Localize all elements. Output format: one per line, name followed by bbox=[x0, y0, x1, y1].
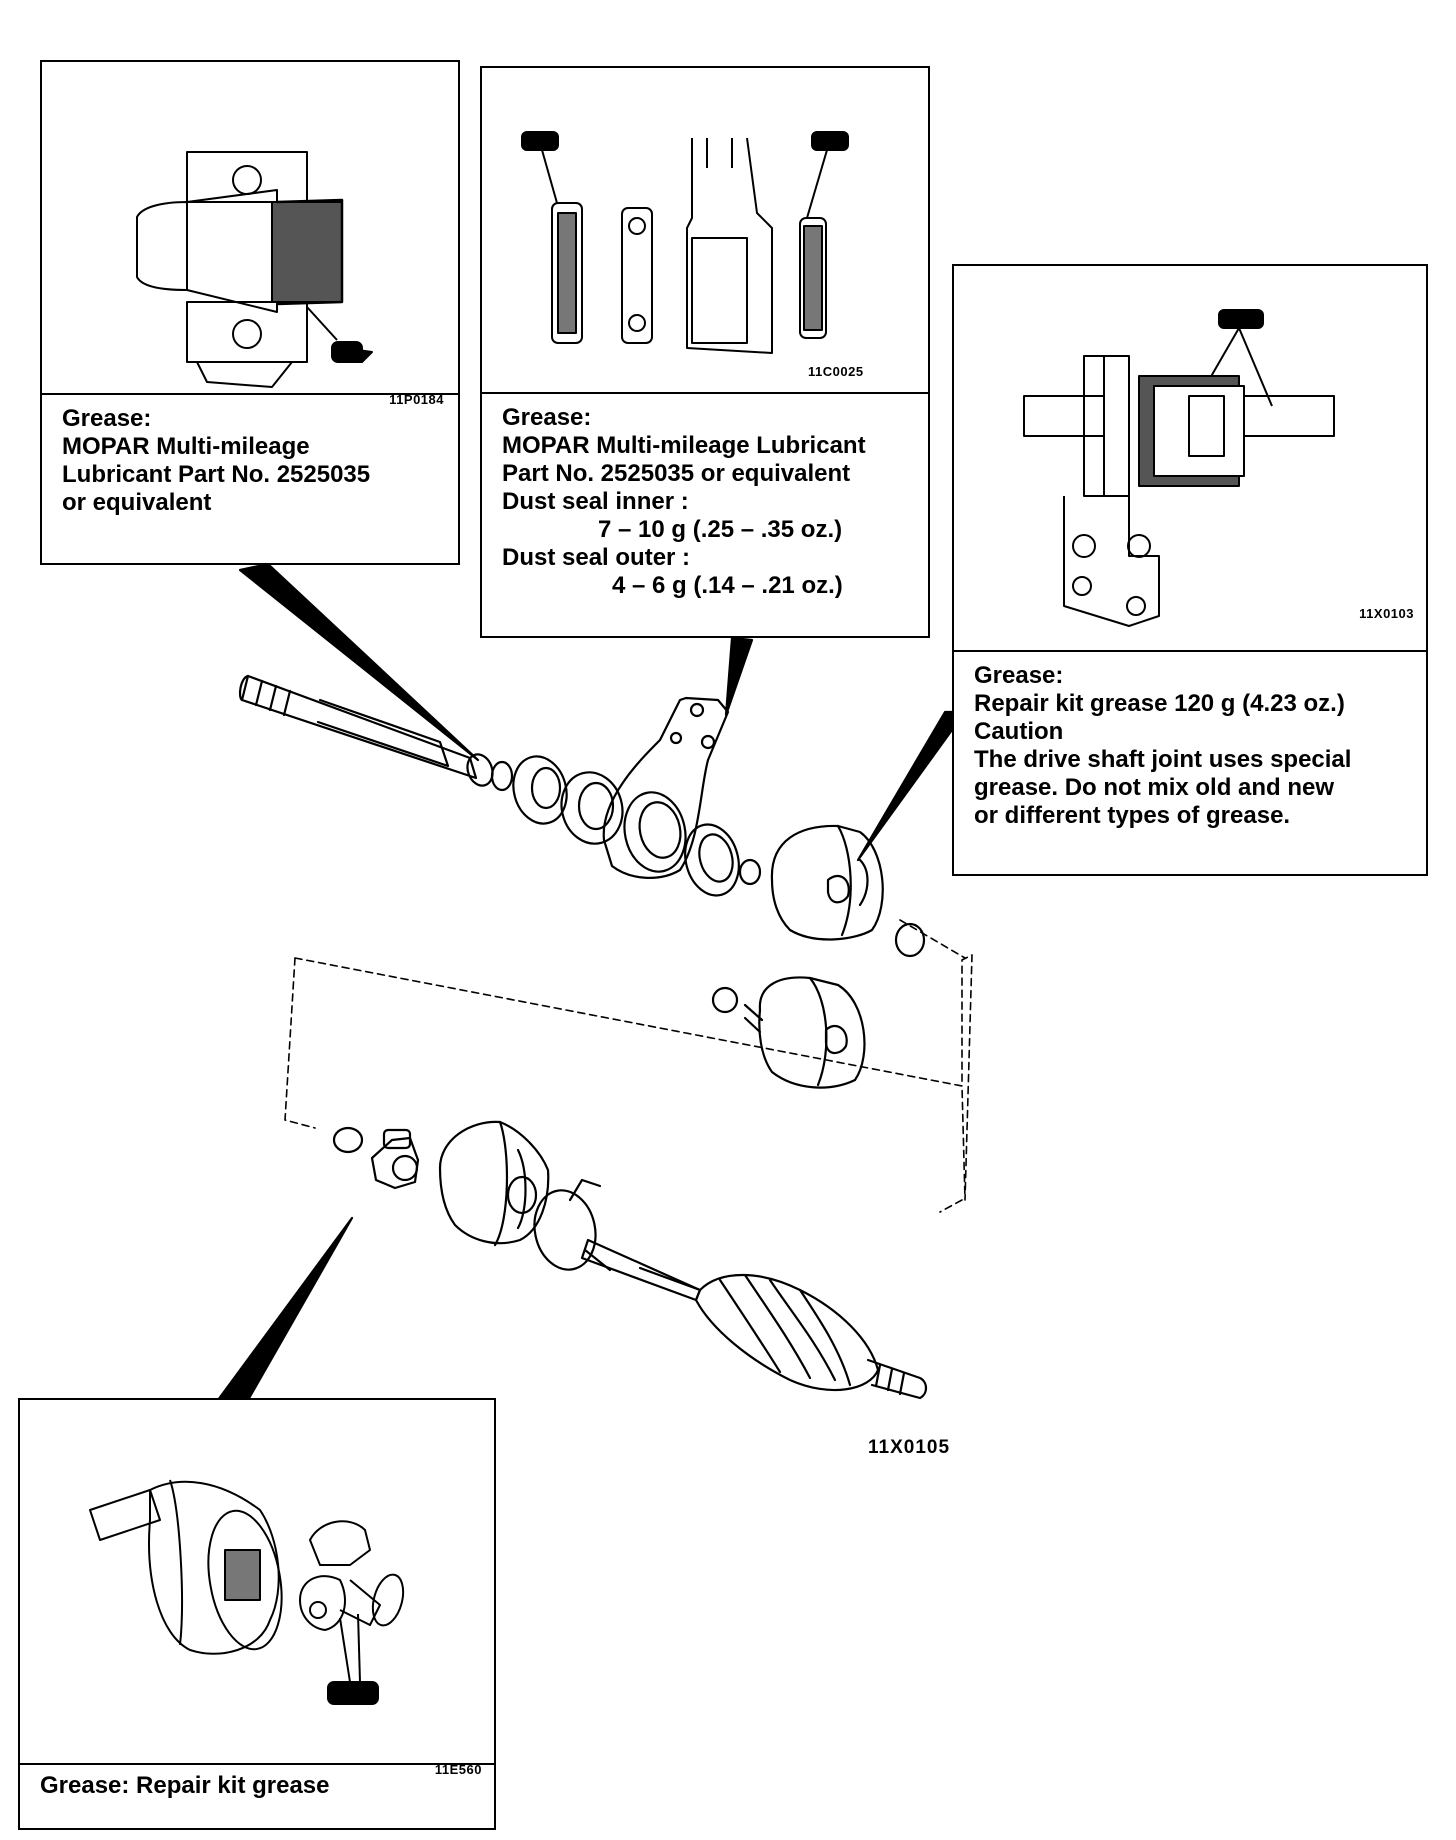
inner-shaft bbox=[238, 674, 514, 792]
joint-caption-line: Grease: bbox=[974, 662, 1064, 689]
bearing-caption: Grease: MOPAR Multi-mileage Lubricant Pa… bbox=[42, 393, 458, 563]
grease-gun-icon bbox=[1218, 309, 1264, 329]
dust-seal-caption-line: Dust seal outer : bbox=[502, 544, 691, 571]
bearing-caption-line: Lubricant Part No. 2525035 bbox=[62, 461, 371, 488]
panel-bearing: 11P0184 Grease: MOPAR Multi-mileage Lubr… bbox=[40, 60, 460, 565]
tripod-illustration bbox=[89, 1479, 405, 1705]
dust-seal-caption-line: 7 – 10 g (.25 – .35 oz.) bbox=[598, 516, 843, 543]
joint-caption-line: The drive shaft joint uses special bbox=[974, 746, 1352, 773]
joint-housing-middle bbox=[743, 976, 866, 1089]
snap-ring-middle bbox=[711, 986, 739, 1014]
dust-seal-illustration bbox=[521, 131, 849, 354]
grease-gun-icon bbox=[327, 1681, 379, 1705]
joint-caption-line: or different types of grease. bbox=[974, 802, 1291, 829]
end-cap bbox=[894, 922, 926, 958]
tripod-caption-line: Grease: Repair kit grease bbox=[40, 1772, 330, 1799]
joint-caption: Grease: Repair kit grease 120 g (4.23 oz… bbox=[954, 650, 1426, 874]
grease-gun-icon bbox=[811, 131, 849, 151]
outer-axle bbox=[580, 1238, 928, 1400]
panel-joint: 11X0103 Grease: Repair kit grease 120 g … bbox=[952, 264, 1428, 876]
panel-dust-seal: 11C0025 Grease: MOPAR Multi-mileage Lubr… bbox=[480, 66, 930, 638]
joint-caption-line: Caution bbox=[974, 718, 1064, 745]
main-figure-code: 11X0105 bbox=[868, 1437, 951, 1458]
joint-housing-upper bbox=[770, 824, 884, 941]
tripod-figure-code: 11E560 bbox=[434, 1762, 482, 1777]
bearing-caption-line: or equivalent bbox=[62, 489, 212, 516]
bearing-bracket bbox=[602, 696, 730, 879]
dust-seal-caption-line: Dust seal inner : bbox=[502, 488, 689, 515]
dust-cover-flange bbox=[533, 1178, 612, 1272]
bearing-figure-code: 11P0184 bbox=[389, 392, 444, 407]
dust-seal bbox=[684, 823, 740, 897]
leader-tripod-wedge bbox=[216, 1216, 354, 1402]
boot-inner bbox=[438, 1120, 550, 1247]
dust-seal-caption-line: MOPAR Multi-mileage Lubricant bbox=[502, 432, 866, 459]
bearing-illustration bbox=[136, 151, 373, 388]
leader-bearing-wedge bbox=[238, 562, 480, 762]
circlip bbox=[332, 1126, 364, 1154]
dust-seal-caption-line: Grease: bbox=[502, 404, 592, 431]
bearing-caption-line: MOPAR Multi-mileage bbox=[62, 433, 310, 460]
bearing-inner bbox=[512, 755, 568, 825]
bearing-caption-line: Grease: bbox=[62, 405, 152, 432]
joint-figure-code: 11X0103 bbox=[1359, 606, 1414, 621]
spider-assembly bbox=[370, 1128, 420, 1190]
dashed-guide bbox=[294, 954, 973, 1201]
dust-seal-caption-line: Part No. 2525035 or equivalent bbox=[502, 460, 851, 487]
joint-caption-line: Repair kit grease 120 g (4.23 oz.) bbox=[974, 690, 1345, 717]
panel-tripod: 11E560 Grease: Repair kit grease bbox=[18, 1398, 496, 1830]
snap-ring-upper bbox=[738, 858, 762, 886]
leader-dust-seal-wedge bbox=[724, 636, 754, 717]
grease-gun-icon bbox=[521, 131, 559, 151]
dust-seal-caption: Grease: MOPAR Multi-mileage Lubricant Pa… bbox=[482, 392, 928, 636]
dust-seal-caption-line: 4 – 6 g (.14 – .21 oz.) bbox=[612, 572, 843, 599]
joint-caption-line: grease. Do not mix old and new bbox=[974, 774, 1335, 801]
leader-joint-wedge bbox=[856, 710, 967, 862]
dust-seal-figure-code: 11C0025 bbox=[808, 364, 864, 379]
tripod-caption: Grease: Repair kit grease bbox=[20, 1763, 494, 1828]
joint-illustration bbox=[1023, 309, 1335, 627]
bearing-outer bbox=[560, 771, 624, 845]
